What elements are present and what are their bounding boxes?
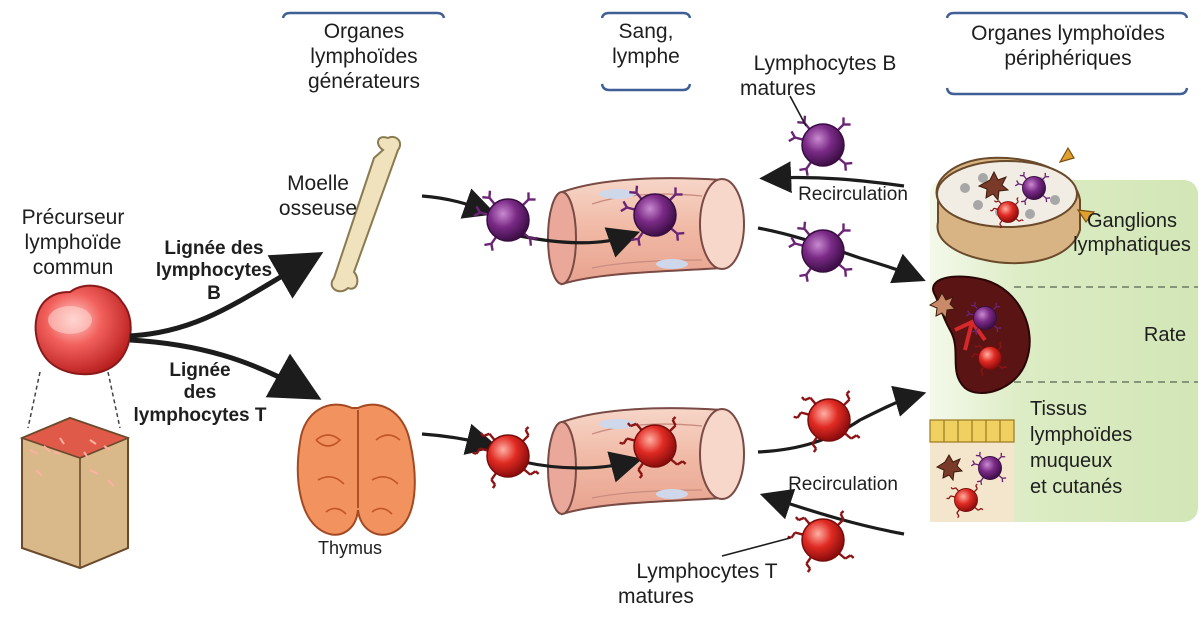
bone-marrow-line-1: Moelle (262, 172, 374, 197)
header-blood-line-1: Sang, (604, 20, 688, 45)
header-blood-line-2: lymphe (604, 45, 688, 70)
lymph-nodes-line-1: Ganglions (1066, 210, 1198, 234)
header-peripheral-line-2: périphériques (950, 47, 1186, 72)
mucosal-tissue-label: Tissus lymphoïdes muqueux et cutanés (1030, 396, 1196, 500)
header-generator-line-1: Organes (292, 20, 436, 45)
lineage-b-line-1: Lignée des (134, 238, 294, 260)
mature-b-label: Lymphocytes B matures (730, 52, 920, 102)
lineage-t-line-1: Lignée (112, 360, 288, 382)
lineage-t-label: Lignée des lymphocytes T (112, 360, 288, 427)
header-generator-line-2: lymphoïdes (292, 45, 436, 70)
precursor-line-3: commun (0, 256, 146, 281)
lineage-b-label: Lignée des lymphocytes B (134, 238, 294, 305)
mucosal-tissue-illustration (930, 420, 1014, 522)
recirculation-bottom-label: Recirculation (768, 474, 918, 496)
mucosal-line-3: muqueux (1030, 448, 1196, 474)
lineage-t-line-2: des (112, 382, 288, 404)
recirculation-top-label: Recirculation (778, 184, 928, 206)
thymus-label: Thymus (300, 538, 400, 559)
bone-marrow-line-2: osseuse (262, 197, 374, 222)
header-generator-line-3: générateurs (292, 70, 436, 95)
lineage-t-line-3: lymphocytes T (112, 405, 288, 427)
precursor-line-1: Précurseur (0, 206, 146, 231)
mature-t-line-2: matures (612, 585, 802, 610)
mature-t-label: Lymphocytes T matures (612, 560, 802, 610)
precursor-line-2: lymphoïde (0, 231, 146, 256)
mucosal-line-2: lymphoïdes (1030, 422, 1196, 448)
spleen-label: Rate (1130, 324, 1200, 348)
mature-b-line-2: matures (730, 77, 920, 102)
mucosal-line-1: Tissus (1030, 396, 1196, 422)
lineage-b-line-3: B (134, 283, 294, 305)
mature-b-line-1: Lymphocytes B (730, 52, 920, 77)
lymph-nodes-line-2: lymphatiques (1066, 234, 1198, 258)
header-peripheral-organs: Organes lymphoïdes périphériques (950, 22, 1186, 72)
header-generator-organs: Organes lymphoïdes générateurs (292, 20, 436, 94)
bone-marrow-block-illustration (22, 418, 128, 568)
header-blood-lymph: Sang, lymphe (604, 20, 688, 70)
mature-t-line-1: Lymphocytes T (612, 560, 802, 585)
bone-marrow-label: Moelle osseuse (262, 172, 374, 222)
header-peripheral-line-1: Organes lymphoïdes (950, 22, 1186, 47)
lymph-nodes-label: Ganglions lymphatiques (1066, 210, 1198, 257)
thymus-illustration (298, 405, 415, 535)
lineage-b-line-2: lymphocytes (134, 260, 294, 282)
precursor-label: Précurseur lymphoïde commun (0, 206, 146, 280)
mucosal-line-4: et cutanés (1030, 474, 1196, 500)
